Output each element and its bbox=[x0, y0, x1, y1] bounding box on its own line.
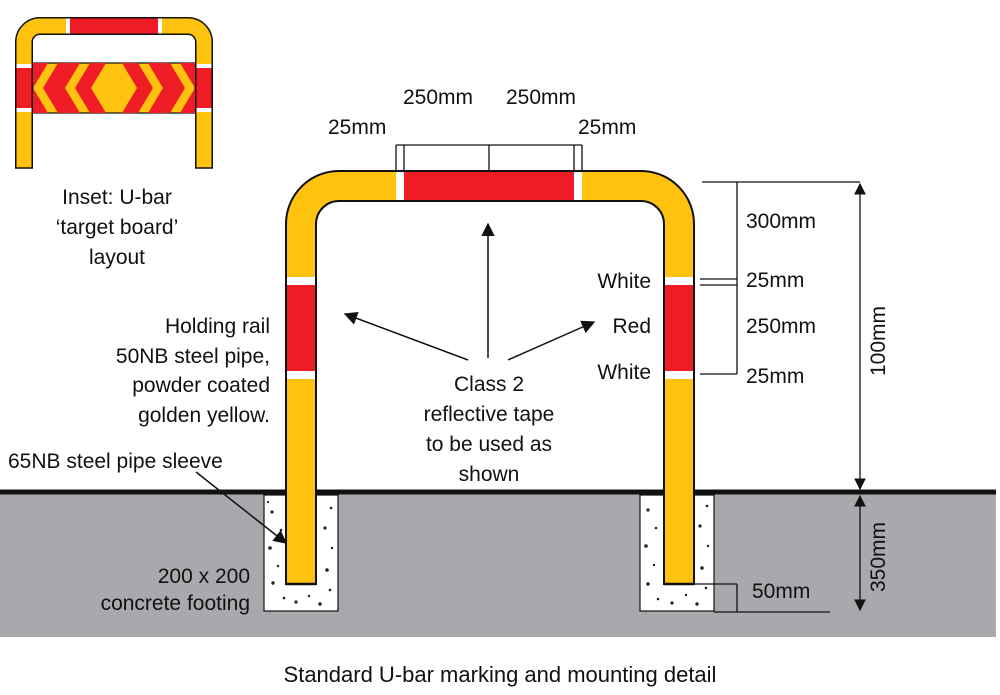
note-rail-line4: golden yellow. bbox=[138, 404, 270, 427]
u-bar-main bbox=[285, 170, 695, 586]
dim-right-top: 300mm bbox=[746, 210, 816, 233]
top-dimension-lines bbox=[395, 144, 583, 172]
dim-top-left-half: 250mm bbox=[403, 86, 473, 109]
dim-right-height: 100mm bbox=[867, 306, 890, 376]
inset-caption-line1: Inset: U-bar bbox=[62, 186, 172, 209]
top-white-band-left bbox=[396, 172, 404, 200]
note-rail-line3: powder coated bbox=[132, 374, 270, 397]
top-white-band-right bbox=[574, 172, 582, 200]
figure-caption: Standard U-bar marking and mounting deta… bbox=[284, 662, 717, 687]
ground-section bbox=[0, 492, 996, 637]
center-note-line4: shown bbox=[459, 463, 520, 486]
band-label-red: Red bbox=[612, 315, 651, 338]
right-white-band-lower bbox=[665, 371, 693, 379]
band-label-white-upper: White bbox=[597, 270, 651, 293]
right-dimension-lines bbox=[694, 181, 866, 613]
sleeve-leader-arrow bbox=[195, 471, 288, 544]
tape-pointer-arrows bbox=[343, 222, 596, 361]
left-red-band bbox=[287, 285, 315, 371]
target-board-panel bbox=[32, 62, 196, 114]
dim-top-right-half: 250mm bbox=[506, 86, 576, 109]
top-red-band bbox=[404, 172, 574, 200]
inset-target-board bbox=[15, 17, 213, 169]
note-sleeve: 65NB steel pipe sleeve bbox=[8, 450, 223, 473]
dim-right-bottom-clear: 50mm bbox=[752, 580, 810, 603]
left-white-band-lower bbox=[287, 371, 315, 379]
note-footing-line2: concrete footing bbox=[101, 592, 250, 615]
dim-right-red: 250mm bbox=[746, 315, 816, 338]
inset-caption-line3: layout bbox=[89, 246, 145, 269]
center-note-line3: to be used as bbox=[426, 433, 552, 456]
dim-right-embed: 350mm bbox=[867, 522, 890, 592]
dim-top-right-tape: 25mm bbox=[578, 116, 636, 139]
left-white-band-upper bbox=[287, 277, 315, 285]
inset-caption-line2: ‘target board’ bbox=[56, 216, 179, 239]
dim-right-white-upper: 25mm bbox=[746, 269, 804, 292]
note-rail-line1: Holding rail bbox=[165, 315, 270, 338]
dim-right-white-lower: 25mm bbox=[746, 365, 804, 388]
right-red-band bbox=[665, 285, 693, 371]
right-white-band-upper bbox=[665, 277, 693, 285]
band-label-white-lower: White bbox=[597, 361, 651, 384]
dim-top-left-tape: 25mm bbox=[328, 116, 386, 139]
note-footing-line1: 200 x 200 bbox=[158, 565, 250, 588]
note-rail-line2: 50NB steel pipe, bbox=[116, 345, 270, 368]
center-note-line1: Class 2 bbox=[454, 373, 524, 396]
center-note-line2: reflective tape bbox=[424, 403, 555, 426]
